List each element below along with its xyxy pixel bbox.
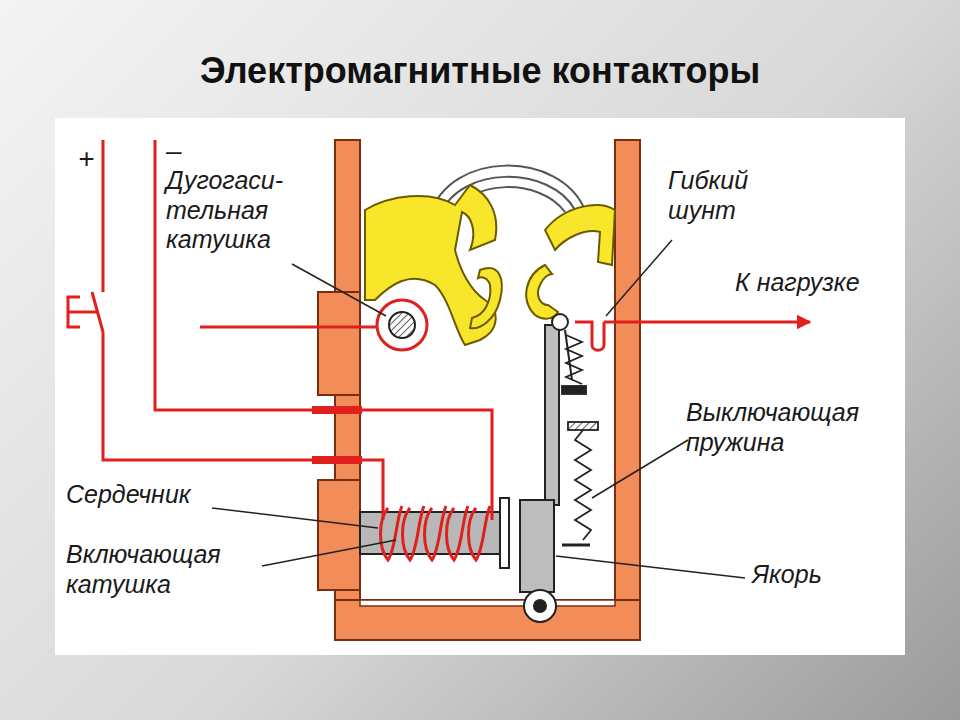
lever-arm <box>545 325 559 505</box>
coil-turn <box>469 506 491 560</box>
control-wires <box>155 140 492 520</box>
moving-contact <box>526 265 558 319</box>
part-label: Якорь <box>752 560 822 590</box>
closing-coil <box>381 506 491 560</box>
coil-turn <box>403 506 425 560</box>
part-label: К нагрузке <box>735 268 860 298</box>
housing <box>318 292 360 395</box>
leader-lines <box>212 508 378 528</box>
part-label: Дугогаси- тельная катушка <box>166 166 316 255</box>
coil-turn <box>425 506 447 560</box>
coil-turn <box>447 506 469 560</box>
leader-lines <box>212 240 745 578</box>
wall-feedthroughs <box>312 456 362 464</box>
leader-lines <box>262 540 396 566</box>
load-wire-arrow <box>604 321 810 324</box>
opening-spring <box>575 430 591 540</box>
fixed-contact <box>365 185 502 345</box>
opening-spring <box>562 544 590 547</box>
push-button-switch <box>68 297 80 327</box>
arc-blowout-coil <box>389 312 415 338</box>
armature <box>520 500 556 622</box>
part-label: Сердечник <box>66 480 191 510</box>
armature <box>524 590 556 622</box>
polarity-sign: + <box>78 142 94 175</box>
housing <box>318 140 640 640</box>
lever-arm <box>552 314 568 330</box>
opening-spring <box>562 422 598 545</box>
part-label: Выключающая пружина <box>686 398 901 457</box>
fixed-contact <box>470 268 502 328</box>
slide-title: Электромагнитные контакторы <box>200 50 760 92</box>
flexible-shunt <box>575 322 604 350</box>
housing <box>318 480 360 590</box>
contact-spring <box>562 335 586 394</box>
core <box>500 498 509 568</box>
opening-spring <box>568 422 598 430</box>
moving-contact <box>545 205 615 265</box>
lever-arm <box>545 314 572 505</box>
armature <box>534 600 546 612</box>
housing <box>335 600 640 640</box>
polarity-sign: – <box>166 134 182 167</box>
leader-lines <box>606 240 672 316</box>
arc-blowout-coil <box>377 300 427 350</box>
push-button-switch <box>80 311 97 314</box>
wall-feedthroughs <box>312 406 362 414</box>
white-panel <box>55 118 905 655</box>
leader-lines <box>556 556 745 578</box>
leader-lines <box>592 440 688 498</box>
part-label: Включающая катушка <box>66 540 266 599</box>
part-label: Гибкий шунт <box>668 166 798 225</box>
flexible-shunt <box>575 322 604 350</box>
moving-contact <box>526 205 615 319</box>
control-wires <box>102 140 105 292</box>
push-button-switch <box>68 292 103 332</box>
leader-lines <box>292 264 386 316</box>
wall-feedthroughs <box>312 406 362 464</box>
control-wires <box>103 140 492 520</box>
housing-rail <box>360 600 615 606</box>
armature <box>520 500 554 592</box>
contact-spring <box>562 386 586 394</box>
arc-blowout-coil <box>377 300 427 350</box>
control-wires <box>200 326 378 329</box>
contact-spring <box>566 335 582 384</box>
